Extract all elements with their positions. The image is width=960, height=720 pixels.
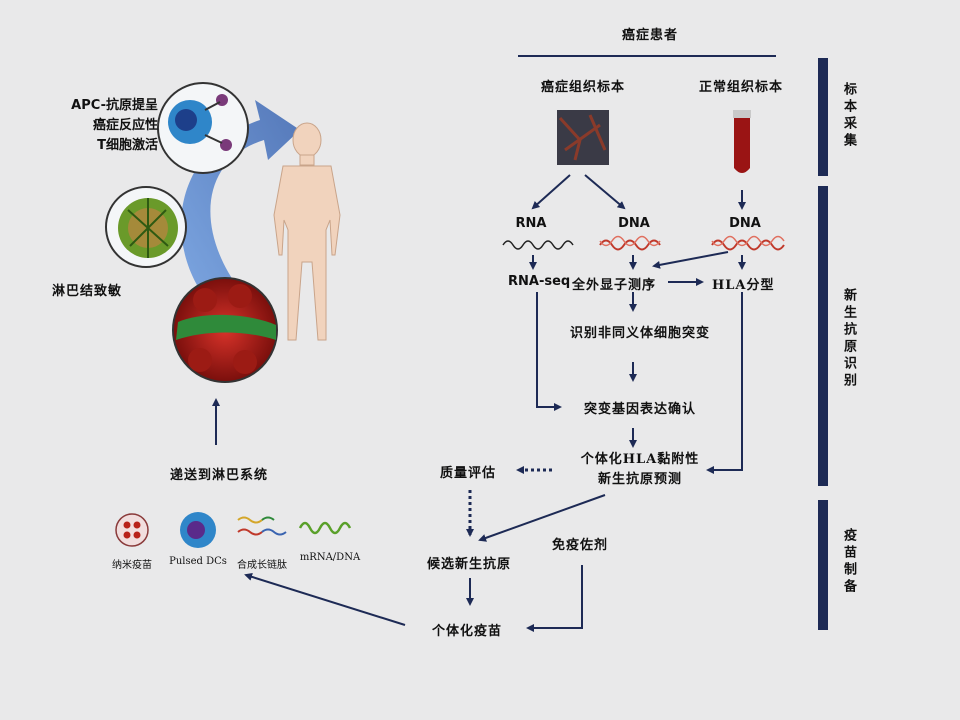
stage-recognition-label: 新生抗原识别 xyxy=(841,288,856,390)
adjuvant-label: 免疫佐剂 xyxy=(552,538,609,553)
wes-label: 全外显子测序 xyxy=(572,278,657,293)
apc-label: APC-抗原提呈 癌症反应性 T细胞激活 xyxy=(58,96,158,156)
identify-mutation-label: 识别非同义体细胞突变 xyxy=(569,326,711,341)
peptide-label: 合成长链肽 xyxy=(237,560,287,571)
apc-line2: 癌症反应性 xyxy=(92,118,158,133)
lymph-node-label: 淋巴结致敏 xyxy=(52,284,123,299)
blood-sample-tube xyxy=(733,110,751,173)
prediction-line1: 个体化HLA黏附性 xyxy=(580,452,700,467)
mrna-dna-label: mRNA/DNA xyxy=(299,552,361,563)
stage-bar-preparation xyxy=(818,500,828,630)
normal-sample-label: 正常组织标本 xyxy=(698,80,784,95)
apc-line1: APC-抗原提呈 xyxy=(71,98,158,113)
neoantigen-prediction-label: 个体化HLA黏附性 新生抗原预测 xyxy=(581,450,700,490)
dna-wave-normal xyxy=(711,239,785,251)
patient-label: 癌症患者 xyxy=(621,28,679,43)
tumor-tissue-illustration xyxy=(172,277,278,383)
mrna-dna-icon xyxy=(298,521,352,535)
dna-wave-tumor-2 xyxy=(599,235,661,247)
delivery-label: 递送到淋巴系统 xyxy=(170,468,269,483)
hla-typing-label: HLA分型 xyxy=(712,278,775,293)
pulsed-dc-icon xyxy=(180,512,216,548)
quality-assessment-label: 质量评估 xyxy=(440,466,497,481)
dna-normal-label: DNA xyxy=(729,216,761,231)
personalized-vaccine-label: 个体化疫苗 xyxy=(432,624,503,639)
stage-bar-recognition xyxy=(818,186,828,486)
rna-label: RNA xyxy=(515,216,547,231)
stage-sampling-label: 标本采集 xyxy=(841,82,856,150)
stage-bar-sampling xyxy=(818,58,828,176)
expression-confirm-label: 突变基因表达确认 xyxy=(583,402,697,417)
rna-wave xyxy=(502,240,574,250)
dna-wave-normal-2 xyxy=(711,235,785,247)
dna-wave-tumor xyxy=(599,239,661,251)
nano-vaccine-label: 纳米疫苗 xyxy=(112,560,152,571)
pulsed-dc-label: Pulsed DCs xyxy=(169,556,227,567)
lymph-node-illustration xyxy=(105,186,187,268)
synthetic-peptide-icon xyxy=(237,516,287,536)
apc-line3: T细胞激活 xyxy=(97,138,158,153)
tumor-sample-label: 癌症组织标本 xyxy=(540,80,626,95)
stage-preparation-label: 疫苗制备 xyxy=(841,528,856,596)
nano-vaccine-icon xyxy=(115,513,149,547)
candidate-neoantigen-label: 候选新生抗原 xyxy=(427,557,512,572)
human-body-figure xyxy=(273,122,341,341)
rna-seq-label: RNA-seq xyxy=(508,274,571,289)
prediction-line2: 新生抗原预测 xyxy=(597,472,683,487)
apc-cell-illustration xyxy=(157,82,249,174)
dna-tumor-label: DNA xyxy=(618,216,650,231)
